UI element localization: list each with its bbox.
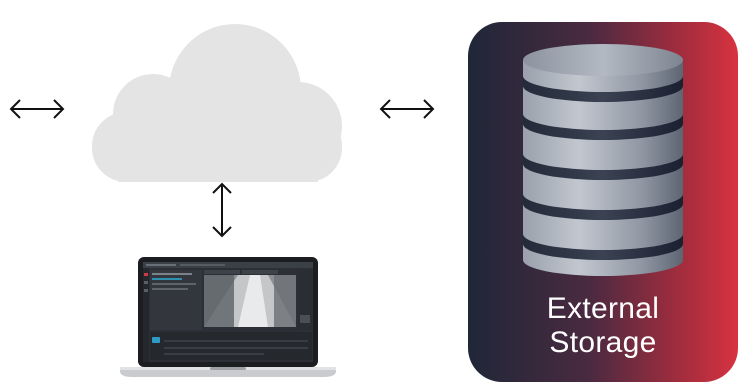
left-bidirectional-arrow-icon [9,99,65,119]
external-storage-card: External Storage [468,22,738,382]
external-storage-label: External Storage [468,292,738,360]
storage-label-line2: Storage [549,326,657,359]
vertical-bidirectional-arrow-icon [212,182,232,238]
laptop-icon [120,257,336,377]
middle-bidirectional-arrow-icon [379,99,435,119]
storage-label-line1: External [546,292,660,325]
database-cylinder-icon [523,44,683,276]
cloud-icon [92,24,342,182]
